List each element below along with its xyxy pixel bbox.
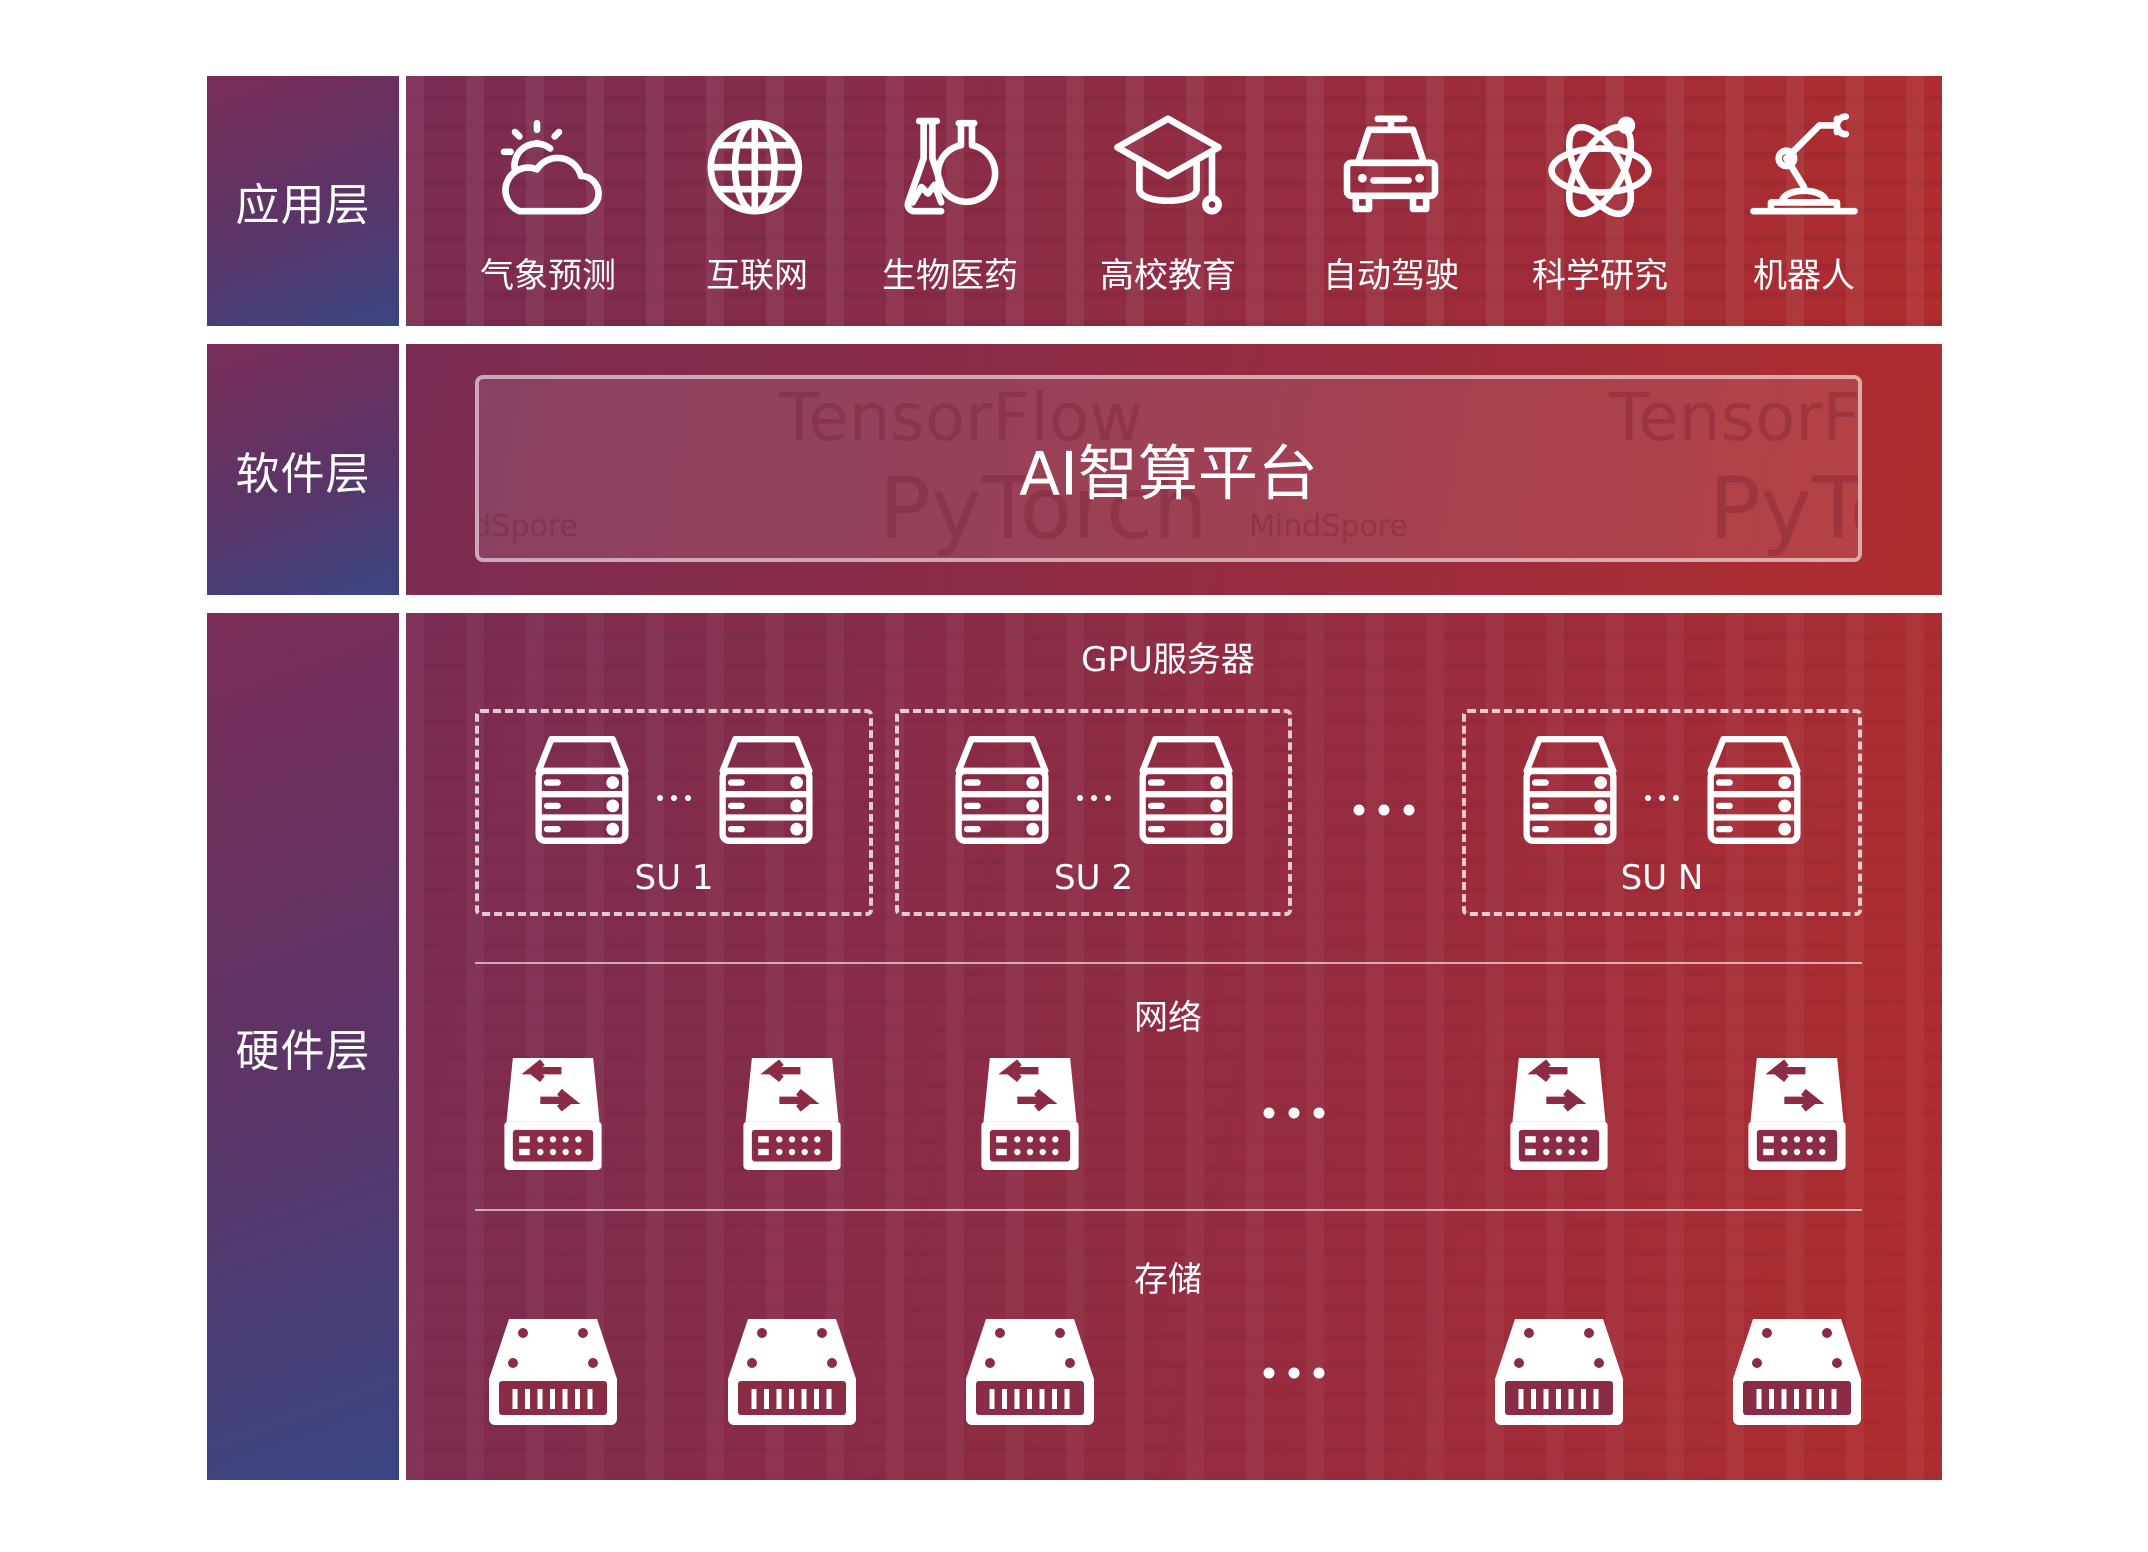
application-label: 高校教育 — [1100, 256, 1236, 296]
su-group-box — [895, 709, 1292, 916]
divider — [475, 1209, 1862, 1211]
car-icon — [1336, 110, 1446, 220]
platform-title: AI智算平台 — [1019, 439, 1318, 509]
application-layer-label: 应用层 — [207, 76, 399, 326]
server-icon — [1702, 735, 1806, 845]
network-switch-icon — [738, 1058, 846, 1170]
network-title: 网络 — [1134, 998, 1202, 1038]
pytorch-watermark: PyTorch — [879, 459, 1208, 559]
ai-platform-box: TensorFlow PyTorch MindSpore TensorFlow … — [475, 375, 1862, 562]
weather-icon — [493, 110, 603, 220]
ellipsis-icon — [1263, 1367, 1325, 1379]
network-switch-icon — [1743, 1058, 1851, 1170]
storage-drive-icon — [481, 1319, 625, 1425]
su-group-box — [475, 709, 873, 916]
layer-label-text: 应用层 — [235, 180, 371, 231]
application-label: 机器人 — [1753, 256, 1855, 296]
layer-label-text: 软件层 — [235, 448, 371, 500]
divider — [475, 962, 1862, 964]
graduation-cap-icon — [1113, 110, 1223, 220]
su-label: SU N — [1620, 858, 1704, 898]
su-label: SU 1 — [634, 858, 714, 898]
software-layer-panel — [406, 344, 1942, 595]
ellipsis-icon — [657, 795, 691, 801]
application-label: 生物医药 — [882, 256, 1018, 296]
application-label: 自动驾驶 — [1323, 256, 1459, 296]
storage-title: 存储 — [1134, 1260, 1202, 1300]
tensorflow-watermark: TensorFlow — [779, 379, 1144, 456]
application-label: 科学研究 — [1532, 256, 1668, 296]
hardware-layer-label: 硬件层 — [207, 613, 399, 1480]
storage-drive-icon — [1487, 1319, 1631, 1425]
ellipsis-icon — [1076, 795, 1111, 801]
gpu-servers-title: GPU服务器 — [1081, 640, 1255, 680]
layer-label-text: 硬件层 — [235, 1025, 371, 1077]
application-label: 互联网 — [706, 256, 808, 296]
hardware-layer-panel — [406, 613, 1942, 1480]
server-icon — [950, 735, 1054, 845]
server-icon — [714, 735, 818, 845]
server-icon — [1134, 735, 1238, 845]
mindspore-watermark: MindSpore — [479, 509, 578, 544]
storage-drive-icon — [1725, 1319, 1869, 1425]
network-switch-icon — [976, 1058, 1084, 1170]
pytorch-watermark: PyTorch — [1709, 459, 1858, 559]
flask-icon — [895, 110, 1005, 220]
ellipsis-icon — [1263, 1107, 1325, 1119]
su-group-box — [1462, 709, 1862, 916]
network-switch-icon — [499, 1058, 607, 1170]
ellipsis-icon — [1645, 795, 1679, 801]
su-label: SU 2 — [1054, 858, 1133, 898]
robot-arm-icon — [1749, 110, 1859, 220]
server-icon — [530, 735, 634, 845]
atom-icon — [1545, 110, 1655, 220]
server-icon — [1518, 735, 1622, 845]
storage-drive-icon — [958, 1319, 1102, 1425]
globe-icon — [702, 110, 812, 220]
software-layer-label: 软件层 — [207, 344, 399, 595]
tensorflow-watermark: TensorFlow — [1609, 379, 1861, 456]
application-label: 气象预测 — [480, 256, 616, 296]
ellipsis-icon — [1353, 804, 1415, 816]
storage-drive-icon — [720, 1319, 864, 1425]
network-switch-icon — [1505, 1058, 1613, 1170]
mindspore-watermark: MindSpore — [1249, 509, 1408, 544]
